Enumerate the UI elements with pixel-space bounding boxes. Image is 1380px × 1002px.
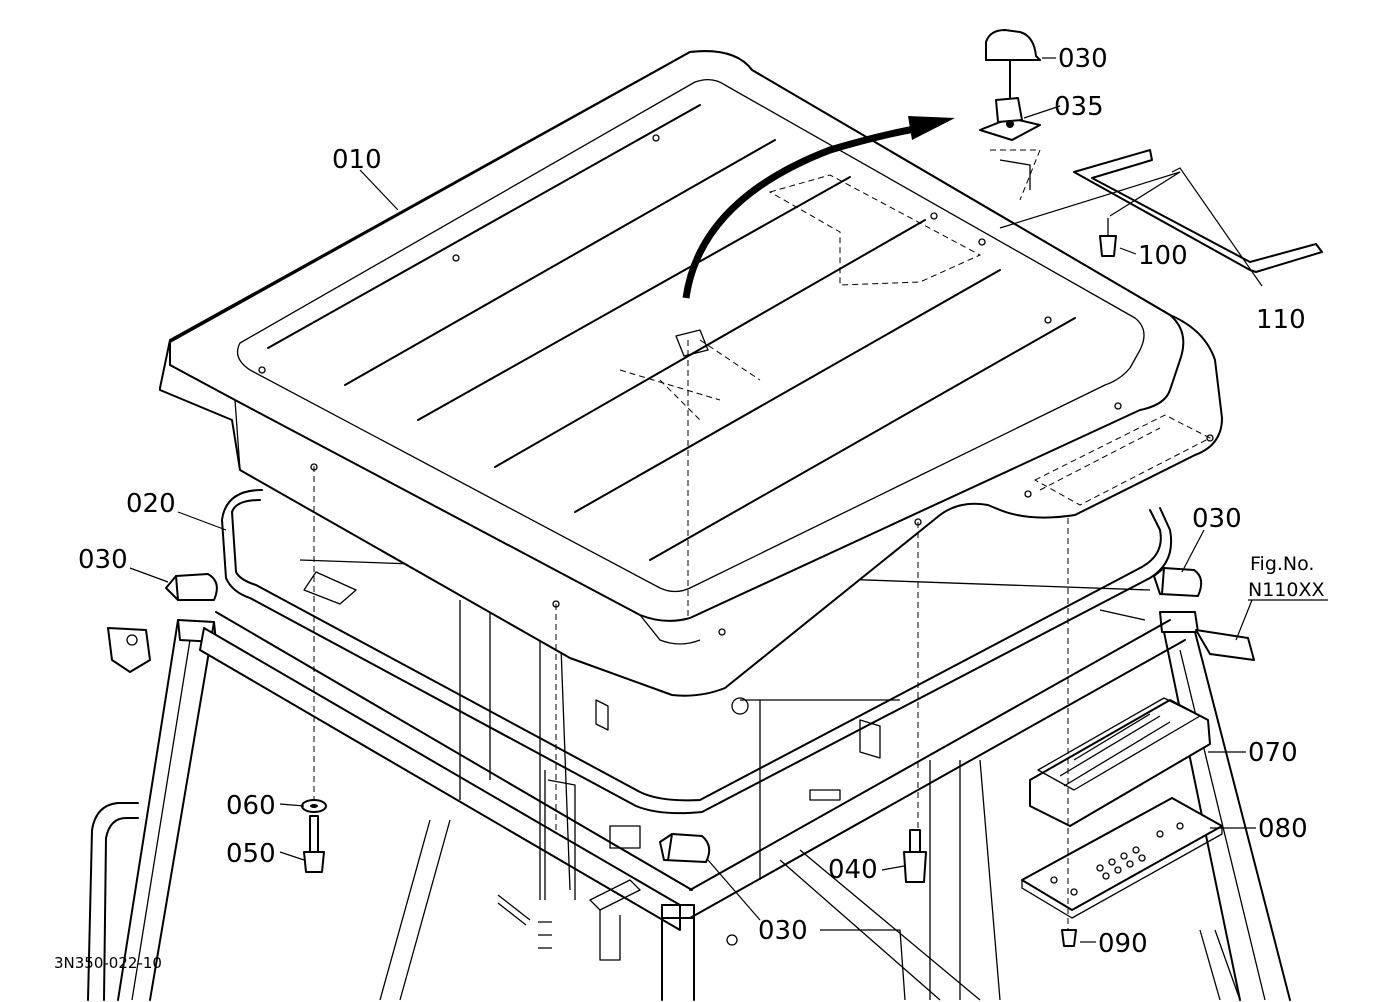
part-040-bolt [903,829,927,883]
label-080: 080 [1258,814,1308,844]
label-050: 050 [226,839,276,869]
part-labels: 010 020 030 030 030 030 035 040 050 060 … [78,44,1308,959]
label-030-top: 030 [1058,44,1108,74]
label-070: 070 [1248,738,1298,768]
part-030-bottom-cap [659,833,711,863]
roof-screws [258,134,1214,636]
label-020: 020 [126,489,176,519]
part-060-washer [301,799,327,813]
label-100: 100 [1138,241,1188,271]
label-030-left: 030 [78,545,128,575]
label-040: 040 [828,855,878,885]
part-035-bracket [979,97,1041,201]
part-020-seal [221,489,1172,815]
fig-no-value: N110XX [1248,579,1325,601]
label-010: 010 [332,145,382,175]
part-110-strip [1073,149,1323,273]
base-plate-holes [1050,822,1184,896]
label-110: 110 [1256,305,1306,335]
assembly-arrow [682,116,955,299]
label-060: 060 [226,791,276,821]
part-080-base-plate [1021,797,1223,919]
part-010-roof [159,50,1223,697]
leader-lines [129,57,1328,943]
part-030-right-cap [1153,567,1203,597]
part-100-screw [1099,218,1117,257]
part-050-bolt [303,815,325,873]
label-030-right: 030 [1192,504,1242,534]
label-090: 090 [1098,929,1148,959]
figure-reference: Fig.No. N110XX [1248,553,1325,601]
figure-code: 3N350-022-10 [54,954,162,972]
fig-no-label: Fig.No. [1250,553,1314,575]
part-030-left-cap [165,573,218,601]
part-030-top-cap [985,29,1041,101]
part-070-dome-light [1029,697,1211,827]
cab-frame [87,559,1291,1001]
label-035: 035 [1054,92,1104,122]
label-030-bottom: 030 [758,916,808,946]
assembly-center-lines [313,340,1069,930]
part-090-screw [1061,929,1077,947]
